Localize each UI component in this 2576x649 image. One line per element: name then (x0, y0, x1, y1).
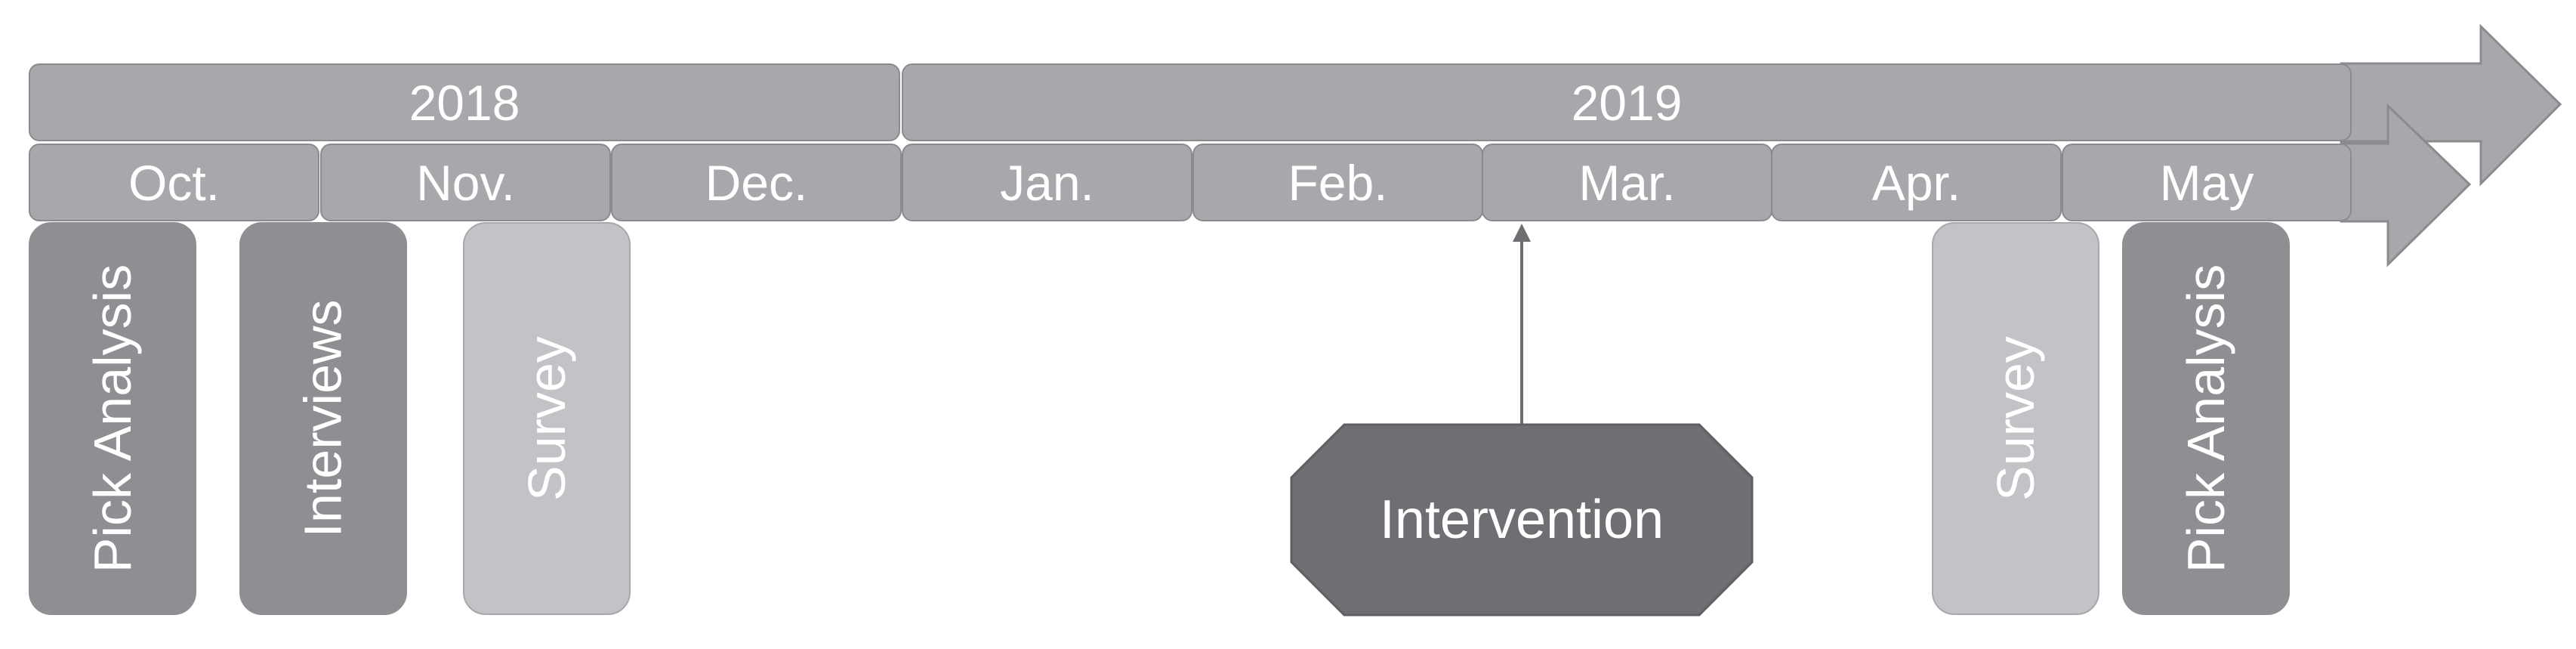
month-label: Nov. (416, 154, 515, 211)
year-label: 2018 (409, 74, 520, 131)
intervention-label-box: Intervention (1291, 425, 1752, 615)
month-label: Feb. (1288, 154, 1388, 211)
activity-label: Survey (1986, 336, 2045, 501)
month-arrow (2340, 103, 2472, 267)
activity-pick-analysis-oct: Pick Analysis (29, 222, 196, 615)
month-label: Dec. (705, 154, 808, 211)
month-oct: Oct. (29, 144, 319, 221)
activity-survey-apr: Survey (1932, 222, 2099, 615)
month-feb: Feb. (1192, 144, 1483, 221)
intervention-label: Intervention (1379, 490, 1664, 550)
intervention-shape (1290, 423, 1754, 617)
month-label: Oct. (128, 154, 220, 211)
month-may: May (2062, 144, 2352, 221)
year-bar-2019: 2019 (902, 63, 2352, 141)
year-bar-2018: 2018 (29, 63, 900, 141)
activity-label: Pick Analysis (2176, 264, 2236, 573)
month-label: May (2159, 154, 2254, 211)
month-nov: Nov. (320, 144, 611, 221)
month-apr: Apr. (1771, 144, 2062, 221)
activity-interviews: Interviews (239, 222, 407, 615)
year-arrow (2340, 23, 2562, 187)
month-mar: Mar. (1482, 144, 1772, 221)
activity-pick-analysis-may: Pick Analysis (2122, 222, 2290, 615)
month-label: Mar. (1578, 154, 1676, 211)
activity-label: Interviews (294, 299, 353, 538)
activity-label: Pick Analysis (83, 264, 143, 573)
activity-label: Survey (517, 336, 576, 501)
month-label: Jan. (1000, 154, 1094, 211)
year-label: 2019 (1571, 74, 1683, 131)
month-jan: Jan. (902, 144, 1192, 221)
connector-arrowhead (1513, 224, 1531, 242)
month-label: Apr. (1871, 154, 1961, 211)
activity-survey-nov: Survey (463, 222, 631, 615)
month-dec: Dec. (611, 144, 902, 221)
